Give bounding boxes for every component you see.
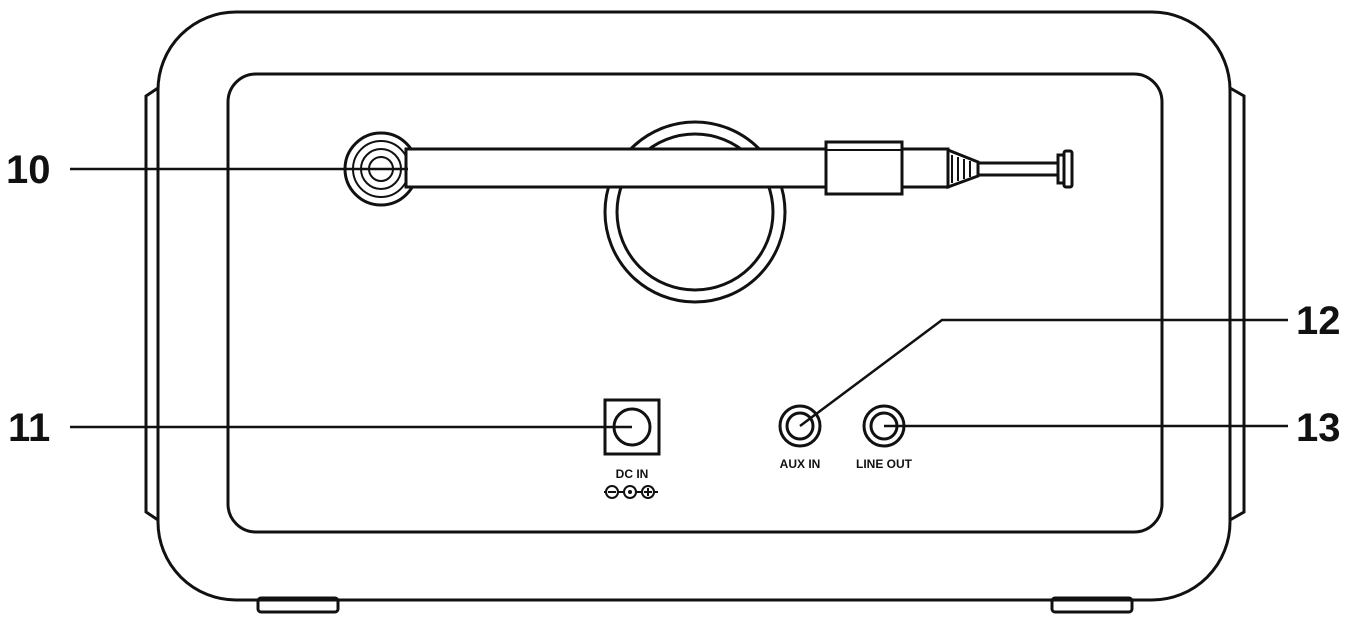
dc-in-label: DC IN [616, 467, 649, 481]
dc-polarity-icon [604, 485, 658, 499]
callout-line-out: 13 [1296, 406, 1341, 450]
leader-line-aux-in [799, 318, 1288, 428]
line-out-label: LINE OUT [856, 457, 913, 471]
left-side-bumper [144, 86, 159, 522]
bass-port [603, 120, 787, 304]
cabinet-outer [156, 10, 1232, 602]
right-foot [1050, 596, 1134, 614]
aux-in-label: AUX IN [780, 457, 821, 471]
callout-dc-in: 11 [8, 406, 50, 450]
rear-panel [226, 72, 1164, 534]
aux-in-jack [778, 404, 822, 448]
right-side-bumper [1229, 86, 1246, 522]
left-foot [256, 596, 340, 614]
telescopic-antenna [343, 131, 1074, 207]
callout-aux-in: 12 [1296, 299, 1341, 343]
callout-antenna: 10 [6, 148, 51, 192]
